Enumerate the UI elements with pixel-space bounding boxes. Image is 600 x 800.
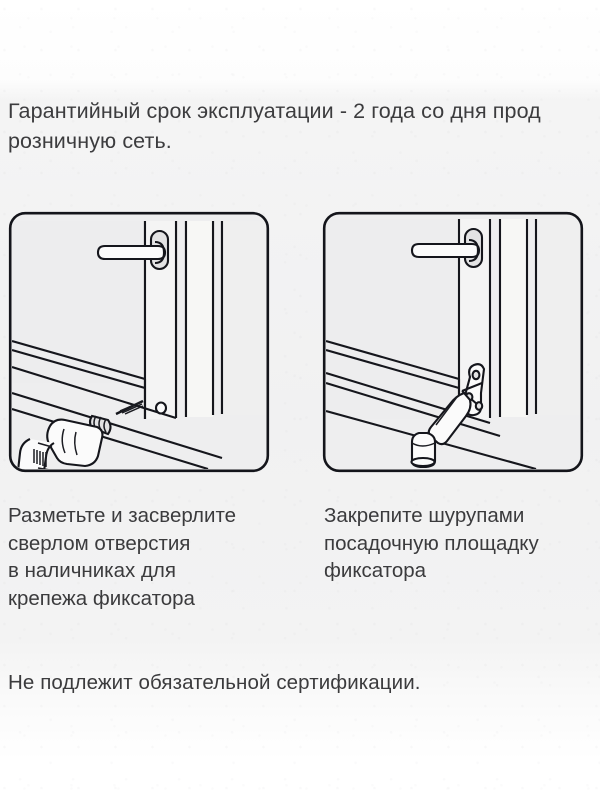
screw-hole-top xyxy=(471,369,481,381)
rubber-foot-base xyxy=(410,456,436,468)
panel-border xyxy=(8,211,270,473)
drill-bit-flutes xyxy=(119,401,144,415)
step-1-illustration-panel xyxy=(8,211,270,473)
handle-neck xyxy=(468,238,480,263)
wall-right-face xyxy=(536,219,580,415)
baseboard-top-edge xyxy=(326,339,460,381)
warranty-line-2: розничную сеть. xyxy=(8,129,172,153)
stopper-arm-seam xyxy=(435,396,458,426)
drill-vent-grille xyxy=(33,449,47,467)
door-leaf xyxy=(12,221,145,383)
floor-line-1 xyxy=(326,381,501,438)
baseboard-top-edge-2 xyxy=(12,348,146,390)
baseboard-top-edge-2 xyxy=(326,348,460,390)
door-handle-lever xyxy=(410,242,481,259)
door-handle-lever xyxy=(96,244,167,261)
warranty-paragraph: Гарантийный срок эксплуатации - 2 года с… xyxy=(8,96,600,156)
door-casing-face xyxy=(500,219,527,417)
certification-note: Не подлежит обязательной сертификации. xyxy=(8,671,421,694)
step-1-caption: Разметьте и засверлите сверлом отверстия… xyxy=(8,504,237,610)
floor-line-1 xyxy=(12,391,223,460)
jamb-casing-outlines xyxy=(143,221,224,419)
wall-right-face xyxy=(222,221,266,415)
rubber-foot-rim xyxy=(411,442,436,447)
door-casing-face xyxy=(186,221,213,417)
baseboard-top-edge xyxy=(12,339,146,381)
drill-seam-1 xyxy=(61,428,66,454)
drilled-hole xyxy=(154,401,168,415)
warranty-line-1: Гарантийный срок эксплуатации - 2 года с… xyxy=(8,99,541,123)
floor-line-2 xyxy=(12,407,209,469)
step-2-illustration-panel xyxy=(322,211,584,473)
screw-hole-bottom xyxy=(474,401,484,411)
drill-base-edge xyxy=(37,467,57,469)
baseboard-bottom-edge xyxy=(12,365,177,420)
handle-neck xyxy=(154,240,166,265)
step-2-caption: Закрепите шурупами посадочную площадку ф… xyxy=(324,504,539,582)
drill-seam-2 xyxy=(73,431,78,456)
panel-border xyxy=(322,211,584,473)
stopper-arm xyxy=(427,391,472,446)
drill-trigger xyxy=(37,442,53,448)
